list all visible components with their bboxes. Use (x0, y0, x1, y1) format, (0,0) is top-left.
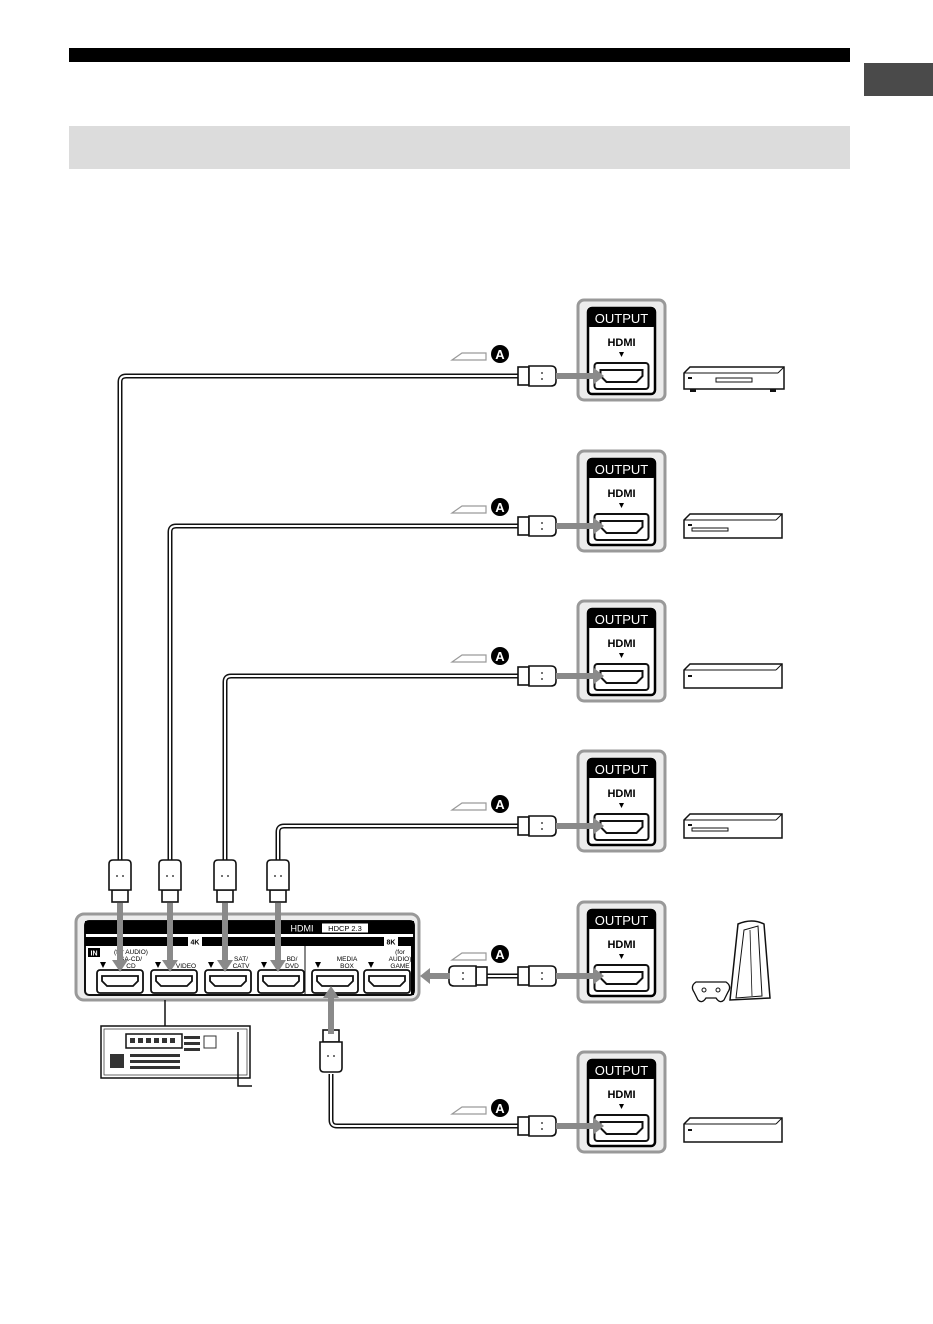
svg-text:A: A (495, 500, 505, 515)
cable-2 (170, 526, 518, 868)
cable-label-3: A (452, 647, 509, 665)
output-title-1: OUTPUT (595, 311, 649, 326)
output-title-3: OUTPUT (595, 612, 649, 627)
output-panel-5: OUTPUT HDMI (578, 902, 665, 1002)
output-title-5: OUTPUT (595, 913, 649, 928)
cable-label-2: A (452, 498, 509, 516)
cable-6 (331, 1074, 518, 1126)
receiver-hdmi-header: HDMI (291, 924, 314, 934)
receiver-hdmi-panel: HDMI HDCP 2.3 4K 8K IN (for AUDIO)SA-CD/… (76, 914, 419, 1000)
output-panel-6: OUTPUT HDMI (578, 1052, 665, 1152)
svg-text:A: A (495, 947, 505, 962)
cable-1 (120, 376, 518, 868)
output-panel-1: OUTPUT HDMI (578, 300, 665, 400)
svg-text:A: A (495, 347, 505, 362)
output-port-label-6: HDMI (607, 1089, 635, 1101)
source-device-1-icon (684, 367, 784, 392)
cable-label-4: A (452, 795, 509, 813)
badge-4k: 4K (191, 940, 200, 947)
svg-text:A: A (495, 649, 505, 664)
output-panel-3: OUTPUT HDMI (578, 601, 665, 701)
output-port-label-5: HDMI (607, 939, 635, 951)
output-port-label-2: HDMI (607, 488, 635, 500)
badge-8k: 8K (387, 940, 396, 947)
cable-label-6: A (452, 1099, 509, 1117)
output-port-label-4: HDMI (607, 788, 635, 800)
output-title-6: OUTPUT (595, 1063, 649, 1078)
av-receiver-icon (101, 1000, 252, 1086)
svg-text:SAT/CATV: SAT/CATV (233, 956, 251, 970)
output-panel-2: OUTPUT HDMI (578, 451, 665, 551)
plug-game (420, 966, 487, 986)
source-device-2-icon (684, 514, 782, 538)
source-device-3-icon (684, 664, 782, 688)
cable-4 (278, 826, 518, 868)
hdcp-label: HDCP 2.3 (328, 924, 362, 933)
game-console-icon (692, 921, 770, 1002)
svg-text:A: A (495, 797, 505, 812)
output-port-label-3: HDMI (607, 638, 635, 650)
cable-label-5: A (452, 945, 509, 963)
output-panel-4: OUTPUT HDMI (578, 751, 665, 851)
svg-text:A: A (495, 1101, 505, 1116)
output-title-4: OUTPUT (595, 762, 649, 777)
cable-label-1: A (452, 345, 509, 363)
svg-text:BD/DVD: BD/DVD (285, 956, 299, 970)
in-label: IN (91, 951, 98, 958)
source-device-6-icon (684, 1118, 782, 1142)
output-title-2: OUTPUT (595, 462, 649, 477)
source-device-4-icon (684, 814, 782, 838)
cable-3 (225, 676, 518, 868)
output-port-label-1: HDMI (607, 337, 635, 349)
svg-text:VIDEO: VIDEO (176, 963, 196, 970)
